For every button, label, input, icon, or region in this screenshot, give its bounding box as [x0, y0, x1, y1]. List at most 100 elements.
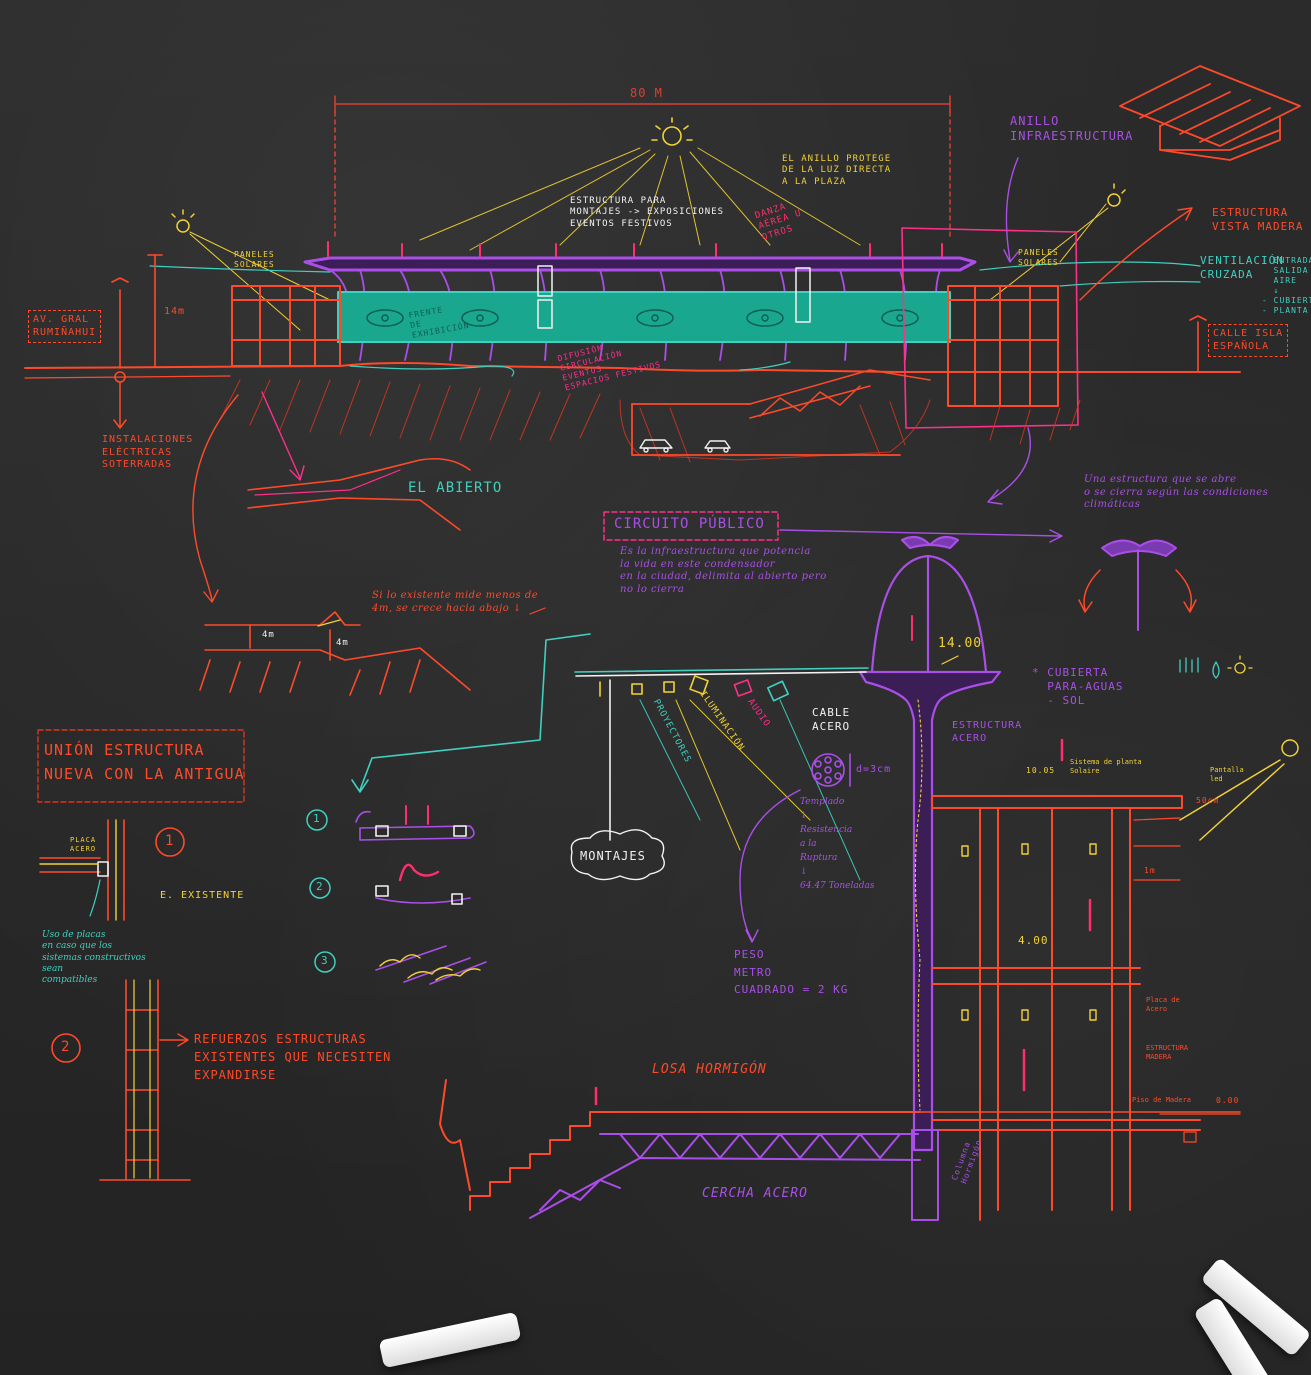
peso-label: PESO METRO CUADRADO = 2 KG	[734, 948, 849, 997]
arrow-uso	[89, 879, 101, 917]
ladder-yellow	[133, 979, 151, 1179]
estructura-montajes-label: ESTRUCTURA PARA MONTAJES -> EXPOSICIONES…	[570, 196, 725, 229]
num-1: 1	[165, 833, 175, 849]
sun-right-icon	[989, 183, 1126, 301]
placa-acero-label: PLACA ACERO	[70, 836, 97, 853]
dim-4m-a: 4m	[262, 630, 275, 640]
sun-icon	[651, 117, 693, 146]
anillo-label: ANILLO INFRAESTRUCTURA	[1010, 114, 1134, 143]
si-existente-text: Si lo existente mide menos de 4m, se cre…	[372, 590, 539, 614]
dimension-80m	[334, 95, 951, 241]
earth-hatch	[219, 379, 1081, 463]
existing-grow-sketch	[199, 611, 471, 696]
cercha-label: CERCHA ACERO	[702, 1186, 808, 1201]
sun-rays	[419, 147, 861, 251]
dim-1m: 1m	[1144, 866, 1156, 875]
stairs	[439, 1079, 921, 1211]
templado-text: Templado ↓ Resistencia a la Ruptura ↓ 64…	[800, 797, 875, 891]
ventilacion-label: VENTILACIÓN CRUZADA	[1200, 254, 1284, 281]
estructura-abre-text: Una estructura que se abre o se cierra s…	[1084, 474, 1269, 510]
estructura-madera-2-label: ESTRUCTURA MADERA	[1146, 1044, 1189, 1061]
pantalla-led-label: Pantalla led	[1210, 766, 1244, 783]
open-close-arrows	[1078, 569, 1197, 613]
ground-line	[24, 362, 1241, 373]
parking-box	[631, 403, 901, 456]
union-label: UNIÓN ESTRUCTURA NUEVA CON LA ANTIGUA	[44, 741, 245, 783]
wood-building	[931, 795, 1201, 1221]
step-1-drawing	[355, 810, 475, 841]
arrow-circuito	[779, 529, 1063, 543]
dim-50cm: 50cm	[1196, 796, 1220, 805]
tower-vine	[914, 699, 923, 1111]
dim-1400-line	[941, 655, 959, 665]
zoom-box-right	[901, 227, 1079, 429]
wood-building-right-detail	[1133, 817, 1241, 1143]
roof-detail	[1119, 65, 1301, 161]
existing-building-right	[947, 285, 1059, 407]
dim-400: 4.00	[1018, 934, 1049, 947]
montajes-cloud	[570, 829, 665, 881]
umbrella-icon	[1101, 539, 1177, 631]
dim-4m-b: 4m	[336, 638, 349, 648]
circuito-text: Es la infraestructura que potencia la vi…	[620, 546, 827, 595]
light-fixtures	[599, 675, 790, 702]
arrow-to-abierto	[192, 394, 239, 603]
step-3-num: 3	[321, 954, 329, 967]
estructura-madera-label: ESTRUCTURA VISTA MADERA	[1212, 206, 1304, 233]
arrow-refuerzos	[159, 1033, 189, 1047]
anillo-protege-label: EL ANILLO PROTEGE DE LA LUZ DIRECTA A LA…	[782, 154, 892, 187]
uso-placas-text: Uso de placas en caso que los sistemas c…	[42, 930, 146, 985]
cable-section-icon	[811, 753, 851, 787]
exhibition-eyes	[366, 309, 919, 327]
estructura-acero-label: ESTRUCTURA ACERO	[952, 720, 1023, 744]
step-circles	[306, 809, 336, 973]
montajes-frame	[351, 633, 869, 793]
e-existente-label: E. EXISTENTE	[160, 890, 245, 901]
arrow-estructura	[1079, 207, 1193, 301]
ground-line-2	[24, 375, 231, 379]
exhibition-band	[337, 291, 951, 343]
wind-lines	[149, 261, 1201, 377]
step-3-plants	[379, 954, 481, 981]
num-circle-1	[155, 827, 185, 857]
sun-bottom-icon	[1179, 739, 1299, 841]
dim-1005: 10.05	[1026, 766, 1056, 775]
sun-left-icon	[171, 209, 331, 331]
num-circle-2	[51, 1033, 81, 1063]
concrete-column	[911, 1129, 939, 1221]
arrow-peso	[739, 789, 801, 943]
lamp-left	[111, 254, 163, 383]
dim-000: 0.00	[1216, 1096, 1240, 1105]
d3cm-label: d=3cm	[856, 764, 892, 775]
ventilacion-notes: - ENTRADA Y SALIDA DE AIRE ↓ - CUBIERTA …	[1262, 256, 1311, 315]
montajes-label: MONTAJES	[580, 849, 646, 863]
step-2-num: 2	[316, 880, 324, 893]
height-14m-label: 14m	[164, 306, 186, 317]
abierto-sketch-magenta	[254, 469, 401, 496]
car-icons	[639, 439, 731, 453]
dim-1400: 14.00	[938, 636, 983, 651]
sistema-planta-label: Sistema de planta Solaire	[1070, 758, 1142, 775]
step-2-drawing	[375, 885, 471, 905]
arrow-to-detail	[261, 391, 305, 481]
arrow-anillo	[1003, 157, 1019, 263]
sun-small-icon	[1227, 655, 1253, 674]
arrow-down-install	[113, 381, 127, 429]
refuerzos-label: REFUERZOS ESTRUCTURAS EXISTENTES QUE NEC…	[194, 1032, 392, 1082]
piso-madera-label: Piso de Madera	[1132, 1096, 1192, 1104]
cable-acero-label: CABLE ACERO	[812, 706, 851, 733]
roof-flags	[327, 241, 943, 257]
av-rumiñahui-label: AV. GRAL RUMIÑAHUI	[28, 310, 102, 343]
placa-acero-2-label: Placa de Acero	[1146, 996, 1180, 1013]
cubierta-label: * CUBIERTA PARA-AGUAS - SOL	[1032, 666, 1124, 707]
union-plate-yellow	[39, 819, 117, 921]
losa-label: LOSA HORMIGÓN	[652, 1062, 767, 1077]
circuito-label: CIRCUITO PÚBLICO	[614, 516, 765, 532]
step-1-figures	[405, 805, 429, 825]
hanging-frames	[537, 265, 811, 329]
el-abierto-label: EL ABIERTO	[408, 480, 503, 496]
lamp-right	[1189, 315, 1207, 373]
num-2: 2	[61, 1039, 71, 1055]
existing-building-left	[231, 285, 341, 367]
